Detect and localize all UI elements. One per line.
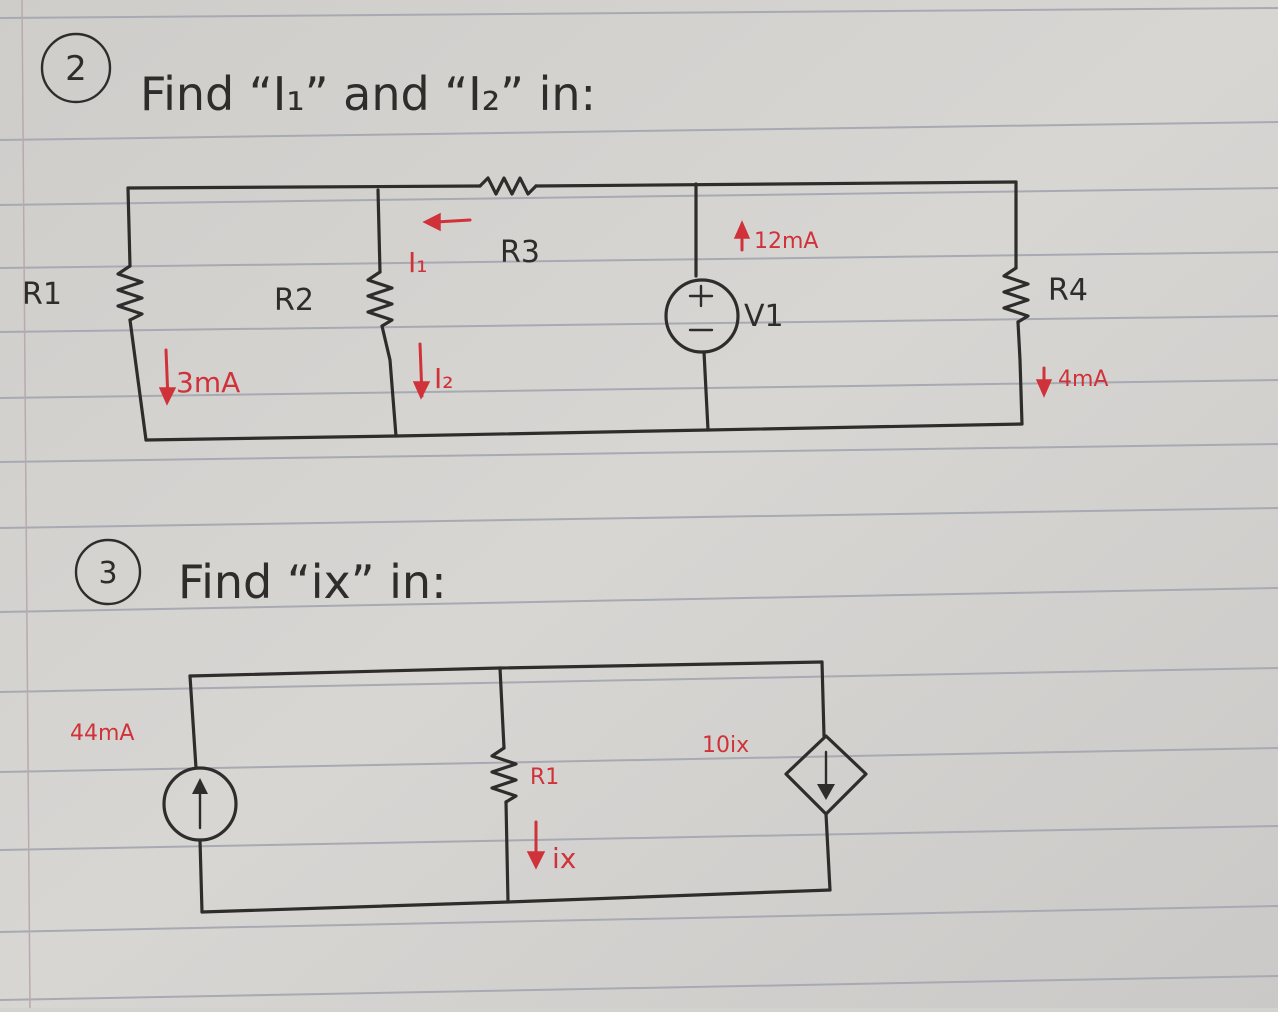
top-wire-right [534,180,1018,188]
problem-3-title: Find “ix” in: [178,555,447,609]
r1-label: R1 [530,765,559,790]
r1-current-arrow-icon [158,387,177,406]
v1-plus-sign [688,284,714,308]
r2-wire-top [376,188,382,274]
dep-source-wire-bottom [824,812,832,892]
r1-wire-bottom [128,318,148,442]
ix-label: ix [552,842,576,875]
r1-resistor [490,746,518,804]
r1-wire-bottom [504,800,510,904]
bottom-wire [144,422,1024,442]
r4-wire-bottom [1016,320,1024,426]
dep-source-wire-top [820,660,826,738]
problem-2-number-circle [40,32,112,104]
v1-current-arrow-icon [733,220,751,239]
i1-arrow-shaft [434,218,472,224]
i1-arrow-icon [422,212,441,232]
i1-label: I₁ [408,246,427,279]
ix-arrow-icon [526,851,546,870]
source-current-label: 44mA [70,721,134,746]
source-wire-bottom [198,838,204,914]
current-source-arrow-icon [192,778,208,794]
r1-wire-top [126,186,132,268]
v1-label: V1 [744,299,784,334]
problem-3: 3 Find “ix” in: [74,538,447,609]
r2-label: R2 [274,283,314,318]
source-wire-top [188,674,198,770]
circuit-3: 44mA R1 10ix ix [70,660,868,914]
r2-wire-bottom [380,324,398,438]
v1-source-circle [664,278,740,354]
r4-resistor [1002,266,1030,324]
problem-2: 2 Find “I₁” and “I₂” in: [40,32,596,121]
r4-label: R4 [1048,273,1088,308]
problem-3-number-circle [74,538,142,606]
v1-current-label: 12mA [754,229,818,254]
bottom-wire [200,888,832,914]
r4-current-arrow-icon [1035,379,1053,398]
r3-label: R3 [500,235,540,270]
problem-3-number: 3 [98,556,117,591]
r3-resistor [478,176,538,196]
r2-resistor [366,270,394,328]
dependent-source-label: 10ix [702,733,749,758]
i2-arrow-icon [412,381,431,400]
problem-2-number: 2 [65,49,87,89]
problem-2-title: Find “I₁” and “I₂” in: [140,67,596,121]
r1-resistor [116,264,144,322]
dependent-source-arrow-icon [817,784,835,800]
v1-wire-bottom [702,350,710,432]
r1-wire-top [498,666,506,750]
top-wire-left [126,184,482,190]
r1-label: R1 [22,277,62,312]
i2-label: I₂ [434,362,453,395]
r1-current-label: 3mA [176,366,240,399]
r4-current-label: 4mA [1058,367,1108,392]
circuit-2: R1 R2 R3 R4 V1 I₁ 3mA I₂ 12mA 4mA [22,176,1108,442]
